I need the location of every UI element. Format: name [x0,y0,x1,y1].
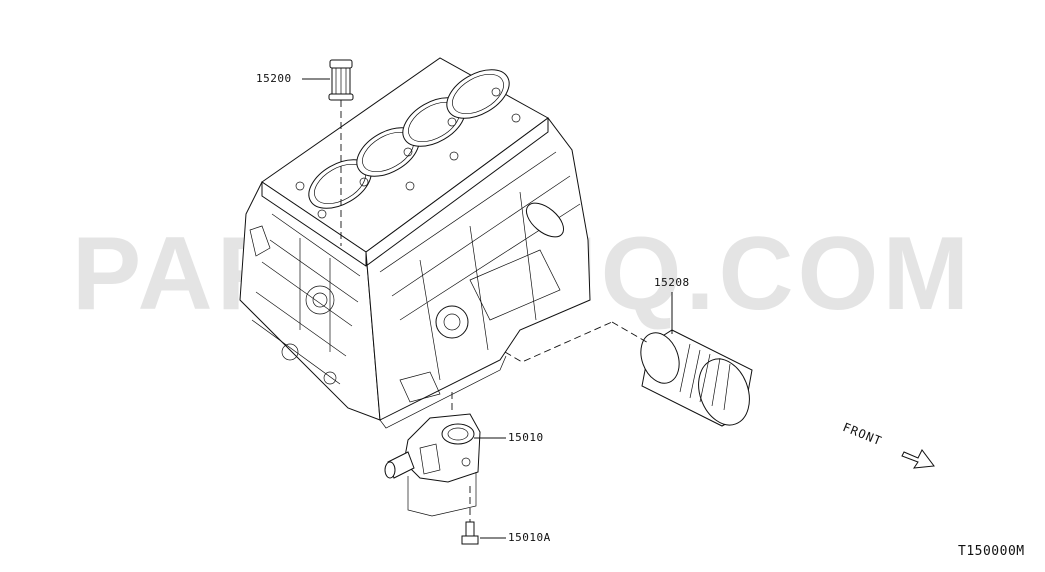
front-arrow-icon [901,449,935,469]
oil-strainer-15200 [302,59,354,246]
label-part-15200: 15200 [256,72,292,85]
oil-pump-15010 [384,392,506,517]
diagram-code: T150000M [958,544,1025,559]
bolt-15010A [461,486,506,545]
cylinder-block [239,57,591,429]
oil-filter-15208 [504,292,753,427]
label-part-15208: 15208 [654,276,690,289]
label-part-15010: 15010 [508,431,544,444]
label-part-15010A: 15010A [508,531,551,544]
